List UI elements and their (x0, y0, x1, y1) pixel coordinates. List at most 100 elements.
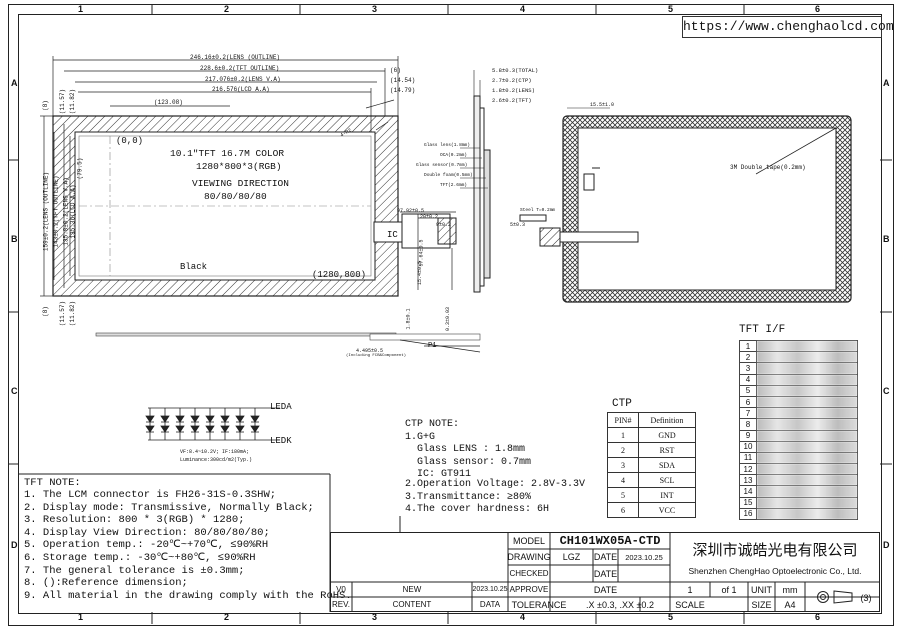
dim-right-2: (14.54) (390, 77, 416, 84)
led-schematic (145, 407, 280, 441)
zone-row-b: B (11, 234, 18, 244)
approve-label: APPROVE (509, 585, 549, 594)
zone-col-2-bottom: 2 (224, 612, 230, 622)
company-name-cn: 深圳市诚皓光电有限公司 (692, 540, 858, 559)
flex-dim-6: 1.8±0.1 (405, 308, 412, 330)
layer-double-foam: Double foam(0.5mm) (424, 173, 473, 178)
tft-note-5: 5. Operation temp.: -20℃~+70℃, ≤90%RH (24, 539, 269, 552)
flex-dim-2: 20±0.2 (420, 214, 439, 220)
page-of: of 1 (721, 584, 737, 595)
ctp-note-7: 4.The cover hardness: 6H (405, 504, 550, 515)
dim-side-3: (11.82) (69, 88, 77, 115)
zone-col-1: 1 (78, 4, 84, 14)
dim-tft-outline-h: 143±0.2(TFT OUTLINE) (52, 175, 60, 248)
flex-note2: (Including FCB&Component) (346, 354, 407, 358)
size-label: SIZE (751, 599, 772, 610)
zone-col-2: 2 (224, 4, 230, 14)
ctp-note-1: 1.G+G (405, 431, 436, 443)
date-label-2: DATE (593, 568, 618, 579)
content-label: CONTENT (392, 600, 432, 609)
zone-row-d: D (11, 540, 18, 550)
tolerance-value: .X ±0.3, .XX ±0.2 (586, 599, 654, 610)
dim-lens-va-h: 135.8±0.2(LENS V.A) (62, 177, 70, 246)
tft-note-8: 8. ():Reference dimension; (24, 577, 188, 590)
size-value: A4 (784, 599, 796, 610)
rev-v0: V0 (336, 585, 346, 594)
ctp-note-2: Glass LENS : 1.8mm (405, 444, 526, 455)
drawing-date: 2023.10.25 (625, 552, 663, 562)
zone-row-c: C (11, 386, 18, 396)
rev-date: 2023.10.25 (472, 586, 508, 593)
layer-glass-lens: Glass lens(1.8mm) (424, 143, 470, 148)
title-block: MODEL CH101WX05A-CTD DRAWING LGZ DATE 20… (330, 532, 880, 612)
led-note-2: Luminance:300cd/m2(Typ.) (180, 457, 253, 463)
dim-lcd-aa-w: 216.576(LCD A.A) (212, 86, 270, 93)
unit-label: UNIT (751, 584, 772, 595)
stack-total: 5.8±0.3(TOTAL) (492, 67, 539, 74)
zone-col-3-bottom: 3 (372, 612, 378, 622)
flex-dim-3: 9±0.2 (436, 222, 452, 228)
dim-side-2: (11.57) (59, 88, 67, 115)
date-label-3: DATE (593, 584, 618, 595)
zone-row-d-right: D (883, 540, 890, 550)
zone-ticks (8, 4, 892, 624)
ledk-label: LEDK (270, 436, 292, 446)
zone-col-4: 4 (520, 4, 526, 14)
flex-dim-1: 97.92±0.5 (397, 208, 425, 214)
tft-pin-table: 1 2 3 4 5 6 7 8 9 10 11 12 13 14 15 16 (739, 339, 858, 521)
dim-center-x: (123.08) (154, 99, 183, 106)
back-view (539, 107, 852, 303)
ctp-note-title: CTP NOTE: (405, 419, 460, 430)
tft-note-4: 4. Display View Direction: 80/80/80/80; (24, 526, 270, 539)
layer-oca: OCA(0.2mm) (440, 153, 468, 158)
dim-right-3: (14.79) (390, 87, 416, 94)
ic-label: IC (387, 230, 398, 240)
stack-ctp: 2.7±0.2(CTP) (492, 77, 532, 84)
display-spec-line1: 10.1"TFT 16.7M COLOR (170, 148, 285, 159)
model-number: CH101WX05A-CTD (559, 533, 661, 548)
projection-label: (3) (860, 592, 872, 603)
dim-side-4: (8) (41, 306, 49, 317)
website-url[interactable]: https://www.chenghaolcd.com (682, 16, 894, 38)
tft-note-title: TFT NOTE: (24, 477, 81, 489)
tft-note-3: 3. Resolution: 800 * 3(RGB) * 1280; (24, 514, 245, 527)
zone-col-5: 5 (668, 4, 674, 14)
dim-right-1: (6) (390, 67, 401, 74)
stiffener-dim: 5±0.3 (510, 222, 526, 228)
leda-label: LEDA (270, 402, 292, 412)
layer-glass-sensor: Glass sensor(0.7mm) (416, 163, 468, 168)
date-label: DATE (593, 552, 618, 562)
ctp-note-4: IC: GT911 (405, 469, 472, 480)
display-spec-line4: 80/80/80/80 (204, 191, 267, 202)
tape-note: 3M Double tape(0.2mm) (730, 164, 806, 171)
company-name-en: Shenzhen ChengHao Optoelectronic Co., Lt… (688, 566, 862, 576)
unit-value: mm (782, 584, 798, 595)
dim-side-5: (11.57) (59, 300, 67, 327)
dim-side-6: (11.82) (69, 300, 77, 327)
tft-note-9: 9. All material in the drawing comply wi… (24, 589, 352, 602)
data-label: DATA (479, 600, 501, 609)
ctp-table-title: CTP (612, 398, 632, 410)
zone-col-6: 6 (815, 4, 821, 14)
display-spec-line3: VIEWING DIRECTION (192, 178, 289, 189)
model-label: MODEL (512, 535, 545, 546)
zone-col-1-bottom: 1 (78, 612, 84, 622)
drawing-frame (8, 4, 894, 626)
rev-new: NEW (402, 585, 422, 594)
tolerance-label: TOLERANCE (511, 599, 567, 610)
zone-col-5-bottom: 5 (668, 612, 674, 622)
zone-row-a-right: A (883, 78, 890, 88)
back-top-dim: 15.5±1.0 (590, 102, 615, 108)
zone-col-4-bottom: 4 (520, 612, 526, 622)
drawing-label: DRAWING (507, 552, 551, 562)
dim-lens-outline-h: 159±0.2(LENS (OUTLINE) (42, 171, 50, 252)
front-view (40, 56, 481, 353)
ctp-note-6: 3.Transmittance: ≥80% (405, 491, 532, 503)
